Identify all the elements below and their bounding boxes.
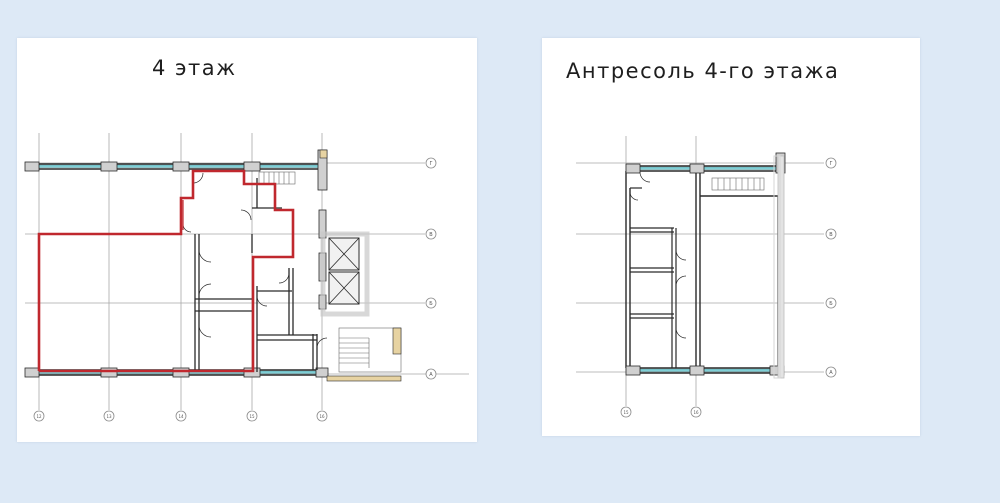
floor-plan-drawing: Г В Б А 15 16 xyxy=(576,136,837,418)
door-swings xyxy=(629,171,687,339)
door-swings xyxy=(182,172,328,349)
axis-label: 12 xyxy=(36,414,42,419)
rental-area-outline xyxy=(37,169,295,373)
axis-marker-g xyxy=(825,157,837,169)
row-axis-markers xyxy=(825,157,837,378)
axis-marker-a xyxy=(425,368,437,380)
axis-marker-15 xyxy=(246,410,258,422)
floor-plan-title: 4 этаж xyxy=(152,56,237,80)
axis-marker-v xyxy=(825,228,837,240)
floor-plan-drawing: Г В Б А 12 13 14 15 16 xyxy=(24,133,469,422)
axis-label: В xyxy=(429,232,433,238)
interior-walls xyxy=(630,187,677,368)
exterior-walls xyxy=(25,163,327,376)
axis-marker-16 xyxy=(690,406,702,418)
stair-upper xyxy=(711,177,765,191)
exterior-walls xyxy=(625,165,782,374)
axis-marker-a xyxy=(825,366,837,378)
axis-label: В xyxy=(829,232,833,238)
axis-label: Г xyxy=(429,161,432,167)
axis-label: 15 xyxy=(623,410,629,415)
axis-label: 14 xyxy=(178,414,184,419)
row-axis-markers xyxy=(425,157,437,380)
axis-label: Г xyxy=(829,161,832,167)
column-axis-markers xyxy=(620,406,702,418)
structural-columns xyxy=(625,152,786,376)
axis-marker-b xyxy=(825,297,837,309)
axis-marker-g xyxy=(425,157,437,169)
axis-marker-13 xyxy=(103,410,115,422)
window-glazing xyxy=(627,166,779,372)
axis-marker-12 xyxy=(33,410,45,422)
axis-marker-15 xyxy=(620,406,632,418)
axis-label: 16 xyxy=(693,410,699,415)
interior-walls xyxy=(192,171,318,372)
column-axis-markers xyxy=(33,410,328,422)
axis-label: Б xyxy=(829,301,833,307)
axis-label: 13 xyxy=(106,414,112,419)
floor-plan-mezzanine: Антресоль 4-го этажа Г В Б А 15 xyxy=(542,38,920,436)
axis-label: А xyxy=(429,372,433,378)
floor-plan-4th-floor: 4 этаж Г В Б А xyxy=(17,38,477,442)
axis-label: А xyxy=(829,370,833,376)
axis-marker-14 xyxy=(175,410,187,422)
stair-upper xyxy=(258,171,296,185)
axis-marker-v xyxy=(425,228,437,240)
window-glazing xyxy=(26,164,328,374)
axis-marker-b xyxy=(425,297,437,309)
axis-marker-16 xyxy=(316,410,328,422)
stair-lower xyxy=(338,327,402,373)
axis-label: 16 xyxy=(319,414,325,419)
floor-plan-title: Антресоль 4-го этажа xyxy=(566,59,840,83)
axis-label: Б xyxy=(429,301,433,307)
axis-label: 15 xyxy=(249,414,255,419)
elevator-shafts xyxy=(328,237,360,305)
